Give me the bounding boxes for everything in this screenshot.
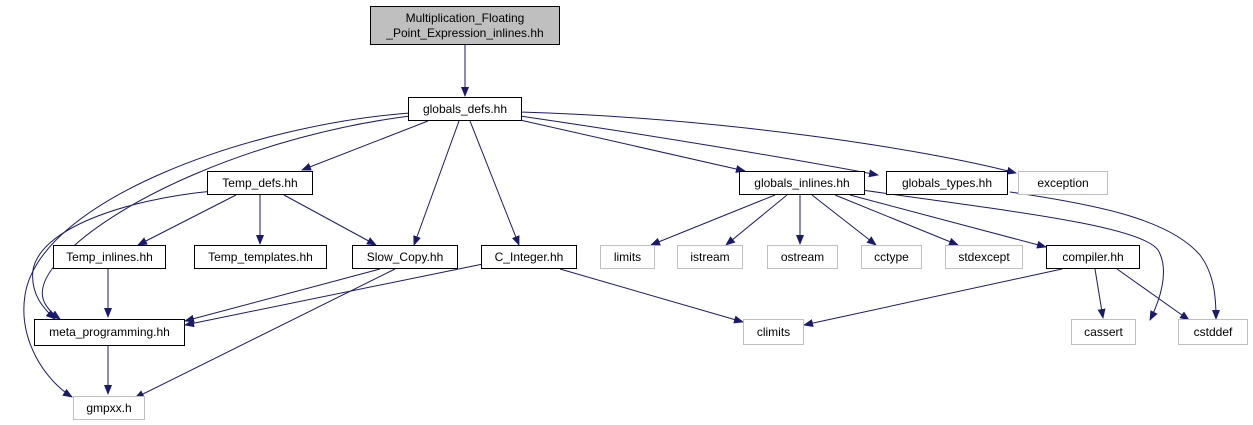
edge-globals-defs-to-c-integer: [469, 120, 520, 246]
edge-globals-defs-to-globals-inlines: [519, 119, 746, 173]
node-istream[interactable]: istream: [677, 245, 743, 269]
node-cassert[interactable]: cassert: [1071, 319, 1136, 345]
edge-temp-defs-to-temp-inlines: [137, 194, 237, 246]
edge-globals-defs-to-meta-programming: [41, 115, 411, 320]
node-cctype[interactable]: cctype: [861, 245, 922, 269]
edge-temp-defs-to-meta-programming: [32, 190, 214, 320]
root-node-line1: Multiplication_Floating: [405, 10, 525, 25]
node-exception[interactable]: exception: [1018, 171, 1108, 195]
edge-c-integer-to-climits: [559, 268, 744, 324]
node-stdexcept[interactable]: stdexcept: [945, 245, 1023, 269]
node-climits[interactable]: climits: [743, 319, 804, 345]
root-node-line2: _Point_Expression_inlines.hh: [386, 25, 544, 40]
node-globals-types[interactable]: globals_types.hh: [886, 171, 1008, 195]
node-compiler[interactable]: compiler.hh: [1046, 245, 1140, 269]
edge-globals-types-to-cstddef: [1009, 191, 1220, 320]
edge-c-integer-to-meta-programming: [184, 263, 484, 328]
edge-globals-defs-to-temp-defs: [301, 120, 429, 171]
node-gmpxx[interactable]: gmpxx.h: [73, 396, 145, 420]
node-limits[interactable]: limits: [600, 245, 655, 269]
root-node[interactable]: Multiplication_Floating _Point_Expressio…: [370, 6, 560, 45]
node-meta-programming[interactable]: meta_programming.hh: [34, 319, 185, 346]
edge-compiler-to-cassert: [1094, 268, 1106, 319]
edge-globals-defs-to-exception: [519, 111, 1017, 175]
edge-globals-inlines-to-cctype: [811, 194, 877, 246]
edge-globals-defs-to-slow-copy: [413, 120, 460, 246]
node-temp-inlines[interactable]: Temp_inlines.hh: [53, 245, 166, 269]
edge-slow-copy-to-meta-programming: [184, 268, 381, 323]
edge-compiler-to-cstddef: [1116, 268, 1190, 321]
edge-compiler-to-climits: [803, 268, 1063, 327]
node-slow-copy[interactable]: Slow_Copy.hh: [352, 245, 458, 269]
node-c-integer[interactable]: C_Integer.hh: [481, 245, 577, 269]
edge-globals-inlines-to-cassert: [861, 189, 1164, 321]
node-globals-inlines[interactable]: globals_inlines.hh: [739, 171, 865, 195]
edge-globals-defs-to-gmpxx: [23, 112, 411, 398]
node-temp-defs[interactable]: Temp_defs.hh: [207, 171, 313, 195]
node-globals-defs[interactable]: globals_defs.hh: [408, 97, 522, 121]
edge-globals-inlines-to-istream: [725, 194, 788, 246]
edge-globals-defs-to-globals-types: [519, 115, 879, 178]
edge-globals-inlines-to-limits: [650, 194, 776, 246]
node-cstddef[interactable]: cstddef: [1178, 319, 1248, 345]
node-temp-templates[interactable]: Temp_templates.hh: [194, 245, 327, 269]
edge-temp-defs-to-slow-copy: [283, 194, 377, 246]
node-ostream[interactable]: ostream: [767, 245, 838, 269]
edge-globals-inlines-to-compiler: [849, 194, 1047, 249]
edge-globals-inlines-to-stdexcept: [834, 194, 959, 246]
